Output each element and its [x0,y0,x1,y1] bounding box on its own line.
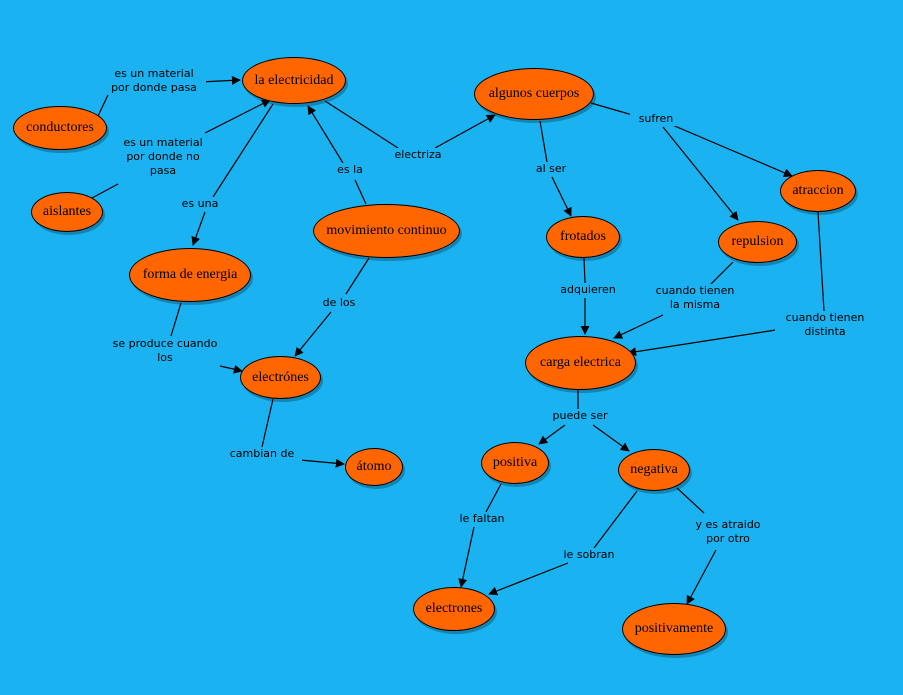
edge-atraccion-to-distinta [817,211,825,312]
edge-material-no-to-electricidad [204,99,271,134]
edge-negativa-to-atraido [676,487,705,514]
edge-lefaltan-to-electrones [458,526,475,588]
node-electrones-movimiento: electrónes [240,356,321,399]
edge-forma-to-seproduce [170,302,182,337]
label-material-no-pasa: es un material por donde no pasa [115,136,211,178]
edge-cambian-to-atomo [299,458,345,468]
label-es-la: es la [328,163,372,177]
edge-conductores-to-material [97,94,109,117]
edge-alser-to-frotados [551,176,572,217]
edge-repulsion-to-misma [709,261,734,286]
edge-seproduce-to-electrones [219,364,243,374]
label-le-faltan: le faltan [450,512,514,526]
edge-aislantes-to-material [91,183,119,199]
node-atraccion: atraccion [780,170,856,212]
node-algunos-cuerpos: algunos cuerpos [474,68,594,120]
edge-electricidad-to-esuna [212,103,274,198]
edge-sufren-to-repulsion [662,126,739,221]
node-electrones: electrones [413,587,495,631]
edge-puedeser-to-positiva [538,424,566,445]
edge-electrones-to-cambian [261,398,274,448]
node-negativa: negativa [618,449,690,491]
edge-puedeser-to-negativa [592,424,630,452]
label-atraido: y es atraido por otro [683,518,773,546]
label-de-los: de los [313,296,365,310]
node-forma-de-energia: forma de energia [129,248,251,302]
edge-atraido-to-positivamente [686,549,717,605]
edge-distinta-to-carga [627,328,783,357]
node-aislantes: aislantes [31,192,103,232]
edge-lesobran-to-electrones [488,562,569,596]
edge-misma-to-carga [613,314,664,339]
node-positivamente: positivamente [622,603,726,655]
edge-algunos-to-sufren [590,102,637,117]
edge-movimiento-to-esla [354,179,367,205]
edge-electricidad-to-electriza [324,100,399,149]
edge-material-to-electricidad [199,75,241,85]
edge-esla-to-electricidad [307,105,344,164]
edge-electriza-to-algunos [434,114,496,149]
edge-algunos-to-alser [539,120,548,163]
label-es-una: es una [172,197,228,211]
label-le-sobran: le sobran [555,548,623,562]
node-conductores: conductores [13,106,107,150]
edge-negativa-to-lesobran [593,490,638,549]
label-electriza: electriza [388,148,448,162]
label-puede-ser: puede ser [544,409,616,423]
label-al-ser: al ser [527,162,575,176]
label-distinta: cuando tienen distinta [775,311,875,339]
label-cambian-de: cambian de [222,447,302,461]
label-material-pasa: es un material por donde pasa [102,67,206,95]
edge-esuna-to-forma [191,211,206,246]
edge-frotados-to-adquieren [583,257,586,284]
label-sufren: sufren [630,112,682,126]
edge-sufren-to-atraccion [669,123,793,177]
node-positiva: positiva [481,442,549,484]
node-carga-electrica: carga electrica [525,336,636,390]
edge-movimiento-to-delos [345,257,370,295]
node-movimiento-continuo: movimiento continuo [313,204,460,258]
label-adquieren: adquieren [553,283,623,297]
edge-positiva-to-lefaltan [485,483,502,513]
node-frotados: frotados [546,216,620,258]
node-repulsion: repulsion [718,221,797,263]
label-se-produce: se produce cuando los [104,337,226,365]
label-misma: cuando tienen la misma [645,284,745,312]
edge-delos-to-electrones [294,311,332,357]
node-la-electricidad: la electricidad [242,57,346,104]
node-atomo: átomo [345,448,403,486]
